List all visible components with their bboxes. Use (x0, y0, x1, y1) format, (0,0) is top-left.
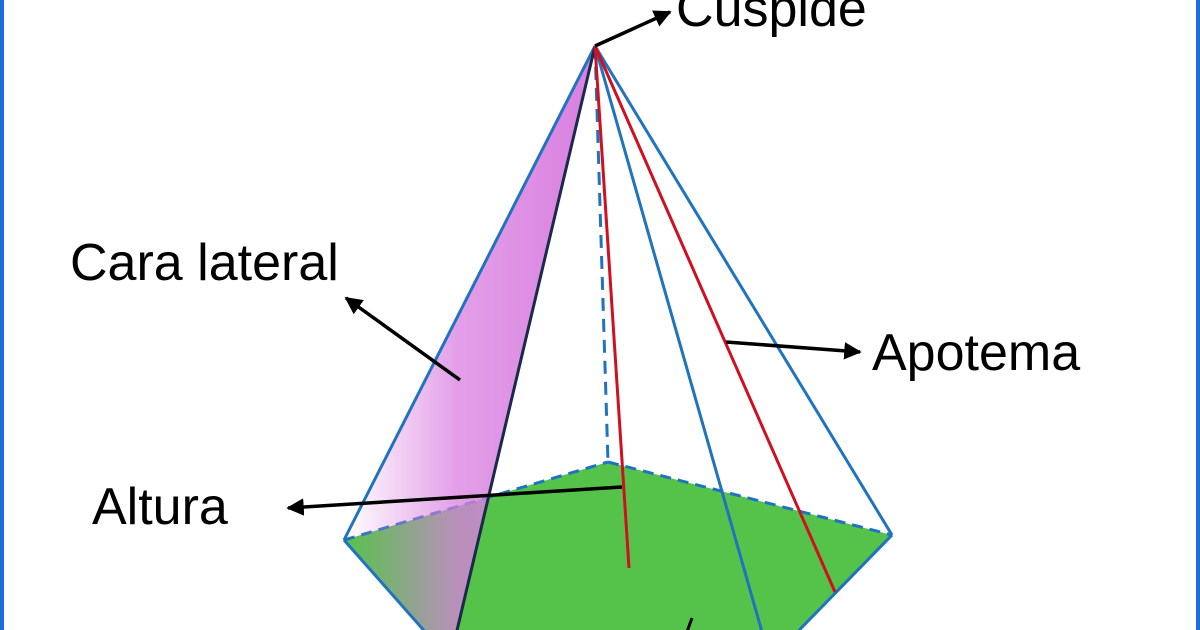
height-label: Altura (92, 478, 228, 536)
lateral-face (344, 46, 595, 630)
apothem-line (593, 45, 837, 593)
lateral-edge-center (593, 45, 764, 630)
hidden-base-edge-right (607, 460, 893, 537)
apothem-label: Apotema (872, 324, 1080, 382)
base-edge-front-right (797, 533, 894, 630)
lateral-face-label: Cara lateral (70, 234, 339, 292)
lateral-edge-left (342, 45, 597, 541)
apex-arrow (594, 10, 672, 48)
lateral-face-arrow (344, 296, 462, 382)
apothem-arrow (725, 340, 862, 360)
base-edge-front-left (342, 539, 426, 630)
hidden-lateral-edge (593, 45, 610, 463)
height-arrow (286, 485, 623, 516)
lateral-edge-right (593, 45, 894, 536)
lateral-edge-front (455, 45, 597, 630)
apex-label: Cúspide (676, 0, 867, 38)
height-line (593, 45, 631, 569)
base-marker-tick (686, 617, 694, 630)
